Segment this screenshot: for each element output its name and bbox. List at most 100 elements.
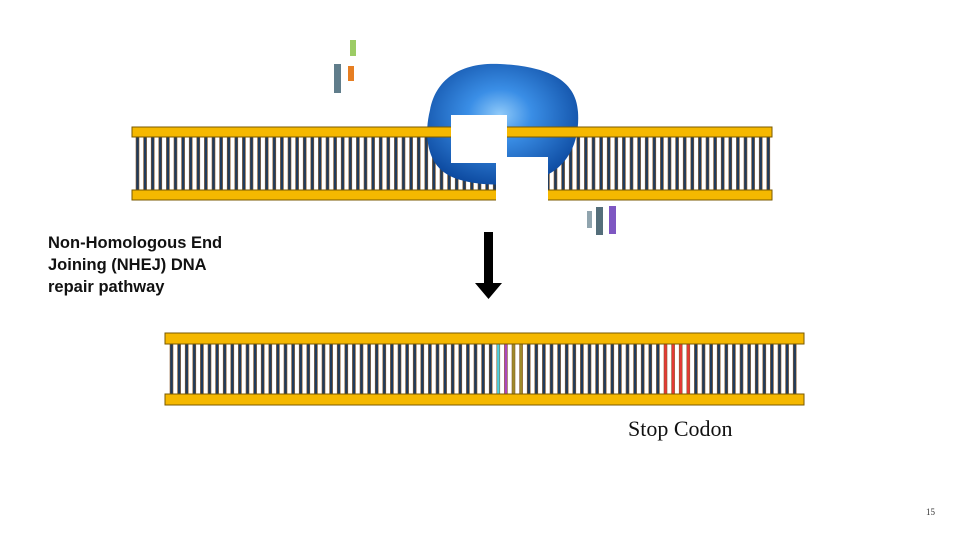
base-pair	[435, 343, 440, 395]
base-pair	[158, 136, 163, 191]
base-pair	[777, 343, 782, 395]
base-pair	[720, 136, 725, 191]
base-pair	[242, 136, 246, 191]
base-pair	[226, 136, 231, 191]
base-pair	[709, 343, 713, 395]
base-pair	[682, 136, 687, 191]
base-pair	[458, 343, 463, 395]
base-pair	[698, 136, 702, 191]
base-pair	[348, 136, 353, 191]
base-pair	[333, 136, 337, 191]
loose-nucleotide	[350, 40, 356, 56]
base-pair	[519, 343, 523, 395]
page-number: 15	[926, 507, 935, 517]
base-pair	[610, 343, 615, 395]
base-pair	[625, 343, 630, 395]
base-pair	[557, 343, 561, 395]
base-pair	[450, 343, 455, 395]
base-pair	[302, 136, 307, 191]
base-pair	[249, 136, 254, 191]
caption-line: repair pathway	[48, 278, 165, 296]
base-pair	[219, 136, 223, 191]
base-pair	[318, 136, 322, 191]
base-pair	[602, 343, 607, 395]
base-pair	[321, 343, 326, 395]
base-pair	[173, 136, 178, 191]
base-pair	[416, 136, 421, 191]
base-pair	[743, 136, 748, 191]
base-pair	[169, 343, 174, 395]
caption-line: Joining (NHEJ) DNA	[48, 256, 207, 274]
down-arrow-icon	[475, 232, 502, 299]
base-pair	[713, 136, 717, 191]
base-pair	[728, 136, 733, 191]
base-pair	[314, 343, 318, 395]
base-pair	[374, 343, 379, 395]
base-pair	[686, 343, 691, 395]
nhej-caption: Non-Homologous End Joining (NHEJ) DNA re…	[48, 232, 288, 298]
base-pair	[371, 136, 375, 191]
base-pair	[420, 343, 425, 395]
base-pair	[481, 343, 485, 395]
base-pair	[572, 343, 577, 395]
base-pair	[397, 343, 402, 395]
base-pair	[671, 343, 675, 395]
base-pair	[196, 136, 201, 191]
base-pair	[352, 343, 356, 395]
base-pair	[428, 343, 432, 395]
base-pair	[488, 343, 493, 395]
base-pair	[595, 343, 599, 395]
base-pair	[678, 343, 683, 395]
base-pair	[652, 136, 657, 191]
base-pair	[591, 136, 596, 191]
base-pair	[177, 343, 181, 395]
base-pair	[751, 136, 755, 191]
base-pair	[618, 343, 622, 395]
double-strand-break-gap-upper	[451, 115, 507, 163]
repaired-dna-upper-backbone	[164, 332, 805, 345]
base-pair	[386, 136, 391, 191]
base-pair	[192, 343, 197, 395]
double-strand-break-gap-lower	[496, 157, 548, 203]
base-pair	[188, 136, 193, 191]
top-dna-lower-backbone	[131, 189, 773, 201]
base-pair	[363, 136, 368, 191]
base-pair	[496, 343, 501, 395]
base-pair	[181, 136, 185, 191]
base-pair	[378, 136, 383, 191]
base-pair	[276, 343, 280, 395]
base-pair	[762, 343, 767, 395]
base-pair	[283, 343, 288, 395]
loose-nucleotide	[334, 64, 341, 93]
base-pair	[401, 136, 406, 191]
caption-line: Non-Homologous End	[48, 234, 223, 252]
base-pair	[747, 343, 751, 395]
base-pair	[200, 343, 204, 395]
base-pair	[382, 343, 387, 395]
base-pair	[295, 136, 299, 191]
base-pair	[325, 136, 330, 191]
base-pair	[675, 136, 679, 191]
base-pair	[633, 343, 637, 395]
base-pair	[291, 343, 295, 395]
base-pair	[306, 343, 311, 395]
base-pair	[215, 343, 219, 395]
loose-nucleotide	[587, 211, 592, 228]
base-pair	[736, 136, 740, 191]
base-pair	[412, 343, 417, 395]
base-pair	[211, 136, 216, 191]
stop-codon-label: Stop Codon	[628, 416, 733, 441]
base-pair	[580, 343, 584, 395]
base-pair	[287, 136, 292, 191]
loose-nucleotide	[609, 206, 616, 234]
base-pair	[576, 136, 581, 191]
base-pair	[473, 343, 478, 395]
base-pair	[606, 136, 611, 191]
base-pair	[656, 343, 660, 395]
base-pair	[356, 136, 360, 191]
base-pair	[204, 136, 208, 191]
base-pair	[549, 343, 554, 395]
base-pair	[280, 136, 284, 191]
base-pair	[648, 343, 653, 395]
base-pair	[359, 343, 364, 395]
